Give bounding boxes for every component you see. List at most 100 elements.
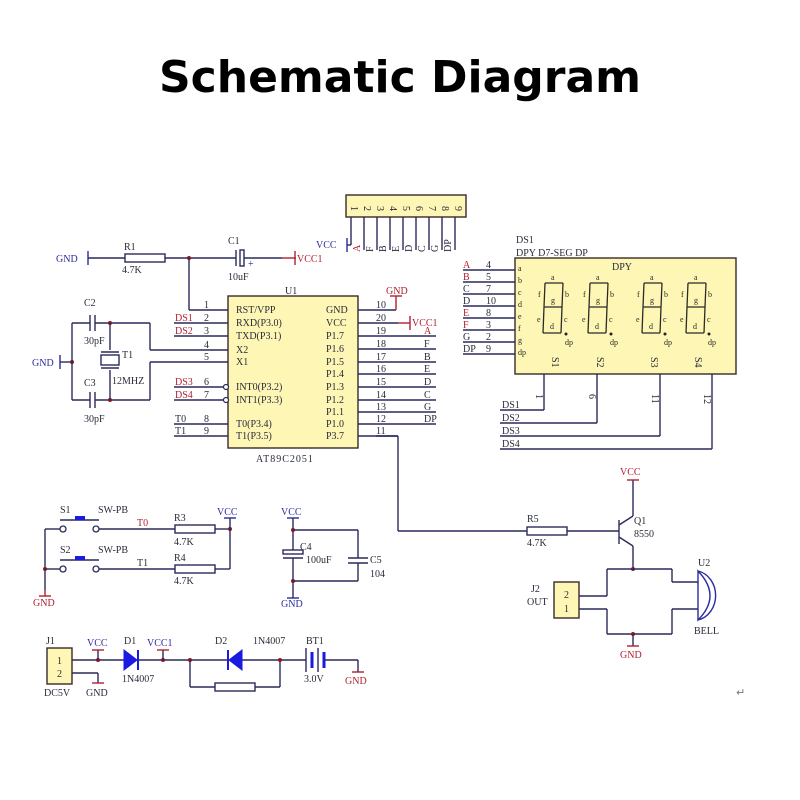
mcu-pin-number: 14 xyxy=(376,390,386,401)
mcu-pin-name: P1.7 xyxy=(326,331,344,342)
mcu-pin-number: 4 xyxy=(204,340,209,351)
digit-select-label: S1 xyxy=(549,357,560,368)
d2-ref: D2 xyxy=(215,636,227,647)
power-gnd-label: GND xyxy=(86,688,108,699)
digit-net-label: DS2 xyxy=(502,413,520,424)
dec-vcc-label: VCC xyxy=(281,507,302,518)
digit-net-label: DS1 xyxy=(502,400,520,411)
mcu-pin-net: D xyxy=(424,377,431,388)
mcu-pin-name: TXD(P3.1) xyxy=(236,331,281,342)
crystal-gnd-label: GND xyxy=(32,358,54,369)
digit-select-label: S2 xyxy=(594,357,605,368)
rn-pin: 2A xyxy=(352,206,372,252)
mcu-pin-name: RXD(P3.0) xyxy=(236,318,282,329)
display-input-pin: 10 xyxy=(486,296,496,307)
mcu-pin-net: DS3 xyxy=(175,377,193,388)
j2-label: OUT xyxy=(527,597,548,608)
mcu-vcc1-label: VCC1 xyxy=(412,318,438,329)
digit-select-label: S4 xyxy=(692,357,703,368)
mcu-pin-name: INT0(P3.2) xyxy=(236,382,282,393)
page-title: Schematic Diagram xyxy=(158,52,642,103)
display-seg-label: d xyxy=(518,300,522,309)
display-input-net: E xyxy=(463,308,469,319)
power-vcc-label: VCC xyxy=(87,638,108,649)
display-seg-label: dp xyxy=(518,348,526,357)
mcu-pin-name: VCC xyxy=(326,318,347,329)
display-input-pin: 9 xyxy=(486,344,491,355)
mcu-pin-name: P3.7 xyxy=(326,431,344,442)
svg-text:b: b xyxy=(664,290,668,299)
mcu-pin-net: T0 xyxy=(175,414,186,425)
svg-text:a: a xyxy=(551,273,555,282)
svg-text:f: f xyxy=(637,290,640,299)
display-input-pin: 8 xyxy=(486,308,491,319)
display-seg-label: b xyxy=(518,276,522,285)
mcu-pin-number: 15 xyxy=(376,377,386,388)
rn-pin-number: 9 xyxy=(452,206,463,211)
s2-ref: S2 xyxy=(60,545,71,556)
mcu-pin-net: B xyxy=(424,352,431,363)
r5-ref: R5 xyxy=(527,514,539,525)
r3-ref: R3 xyxy=(174,513,186,524)
rn-net-label: A xyxy=(352,244,363,252)
mcu-pin-number: 11 xyxy=(376,426,386,437)
gnd-label: GND xyxy=(56,254,78,265)
display-input-net: A xyxy=(463,260,471,271)
mcu-pin-net: G xyxy=(424,402,431,413)
crystal-circuit: GND C2 30pF C3 30pF T1 12MHZ xyxy=(32,298,230,425)
j1-ref: J1 xyxy=(46,636,55,647)
mcu-pin-net: DS1 xyxy=(175,313,193,324)
svg-text:b: b xyxy=(708,290,712,299)
display-input-pin: 7 xyxy=(486,284,491,295)
buzzer-vcc-label: VCC xyxy=(620,467,641,478)
mcu-pin-name: T1(P3.5) xyxy=(236,431,272,442)
mcu-pin-number: 3 xyxy=(204,326,209,337)
rn-pin-number: 4 xyxy=(387,206,398,211)
rn-pin-number: 5 xyxy=(400,206,411,211)
buzzer-circuit: R5 4.7K Q1 8550 VCC 2 1 J2 OUT U2 BELL xyxy=(376,435,719,661)
svg-text:a: a xyxy=(694,273,698,282)
svg-text:e: e xyxy=(582,315,586,324)
rn-pin-number: 3 xyxy=(374,206,385,211)
j1-label: DC5V xyxy=(44,688,71,699)
r1-value: 4.7K xyxy=(122,265,143,276)
dec-gnd-label: GND xyxy=(281,599,303,610)
mcu-pin-net: DS4 xyxy=(175,390,193,401)
rn-pin: 8G xyxy=(430,206,450,252)
mcu-pin-name: INT1(P3.3) xyxy=(236,395,282,406)
rn-pin: 5E xyxy=(391,206,411,252)
s1-type: SW-PB xyxy=(98,505,128,516)
r5-value: 4.7K xyxy=(527,538,548,549)
buttons-gnd-label: GND xyxy=(33,598,55,609)
svg-text:f: f xyxy=(681,290,684,299)
r3-value: 4.7K xyxy=(174,537,195,548)
c5-value: 104 xyxy=(370,569,385,580)
mcu-pin-number: 7 xyxy=(204,390,209,401)
rn-pin-number: 8 xyxy=(439,206,450,211)
bt1-ref: BT1 xyxy=(306,636,324,647)
crystal-t1 xyxy=(100,354,120,366)
svg-text:c: c xyxy=(564,315,568,324)
buzzer-gnd-label: GND xyxy=(620,650,642,661)
mcu-pin-net: E xyxy=(424,364,430,375)
mcu-pin-name: P1.3 xyxy=(326,382,344,393)
svg-text:d: d xyxy=(595,322,599,331)
display-input-pin: 4 xyxy=(486,260,491,271)
diode-d1 xyxy=(123,648,138,672)
